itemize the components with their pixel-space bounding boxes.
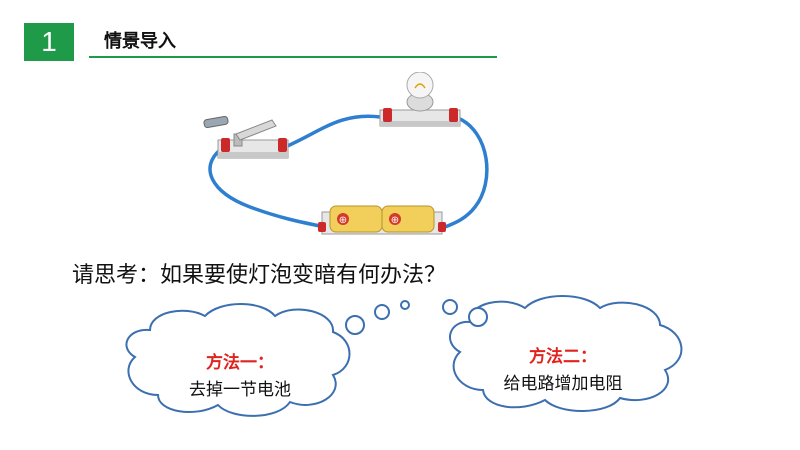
method-two: 方法二： 给电路增加电阻 (478, 342, 648, 394)
battery-icon: ⊕ ⊕ (318, 205, 446, 235)
thought-cloud-left (125, 303, 351, 417)
thought-dot (442, 299, 458, 315)
slide-title: 情景导入 (104, 31, 176, 52)
slide-number-badge: 1 (24, 23, 74, 61)
question-text: 请思考：如果要使灯泡变暗有何办法？ (72, 263, 447, 288)
thought-dot (345, 315, 365, 335)
wire-bulb-to-battery (443, 116, 489, 229)
method-two-title: 方法二： (529, 347, 597, 367)
thought-dot (468, 307, 488, 327)
battery-plus-symbol: ⊕ (339, 215, 347, 226)
bulb-icon (379, 72, 461, 127)
battery-plus-symbol: ⊕ (391, 215, 399, 226)
method-two-desc: 给电路增加电阻 (503, 374, 623, 394)
thought-dot (400, 300, 410, 310)
method-one-title: 方法一： (206, 353, 274, 373)
title-underline (89, 56, 497, 58)
switch-icon (203, 115, 289, 159)
circuit-diagram: ⊕ ⊕ (203, 72, 489, 235)
wire-switch-to-bulb (283, 114, 382, 149)
thought-dot (374, 304, 390, 320)
method-one-desc: 去掉一节电池 (189, 380, 291, 400)
method-one: 方法一： 去掉一节电池 (160, 348, 320, 400)
wires (208, 114, 489, 229)
wire-switch-to-battery (208, 148, 327, 229)
thought-cloud-right (449, 295, 683, 412)
